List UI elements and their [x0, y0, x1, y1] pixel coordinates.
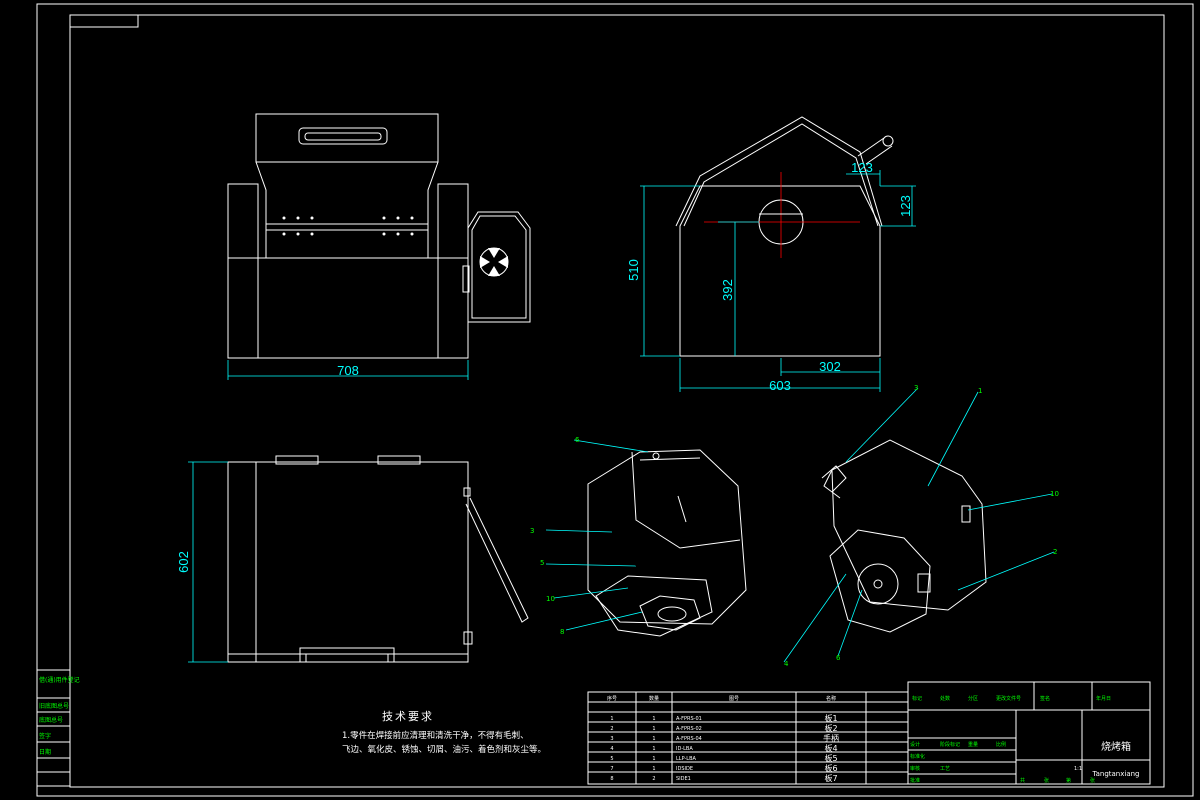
- table-cell-code: A-FPRS-01: [676, 716, 702, 722]
- table-header: 图号: [729, 696, 739, 702]
- side-stamp-column: 借(通)用件登记 旧底图总号 底图总号 签字 日期: [36, 669, 80, 787]
- table-cell-code: A-FPRS-04: [676, 736, 702, 742]
- table-cell-qty: 1: [652, 716, 655, 722]
- title-block-cell: 阶段标记: [940, 741, 960, 748]
- dim-front-height: 510: [626, 259, 641, 281]
- handle-outline: [298, 127, 388, 145]
- title-block-cell: 张: [1044, 777, 1049, 784]
- title-block-cell: 签名: [1040, 695, 1050, 702]
- notes-line-2: 飞边、氧化皮、锈蚀、切屑、油污、着色剂和灰尘等。: [342, 744, 546, 755]
- callout-label: 5: [540, 559, 544, 567]
- title-block-cell: 处数: [940, 695, 950, 702]
- table-cell-qty: 2: [652, 776, 655, 782]
- title-block-cell: 标记: [912, 695, 922, 702]
- table-cell-code: IDSIDE: [676, 766, 693, 772]
- corner-label-box: [69, 14, 139, 28]
- title-block-cell: 标准化: [910, 753, 925, 760]
- dim-front-half-width: 302: [819, 359, 841, 374]
- table-cell-no: 5: [610, 756, 613, 762]
- table-cell-code: SIDE1: [676, 776, 691, 782]
- callout-label: 6: [836, 654, 841, 662]
- table-cell-code: LLP-LBA: [676, 756, 696, 762]
- drawing-scale: 1:1: [1074, 766, 1082, 772]
- inner-border: [69, 14, 1165, 788]
- table-cell-name: 板4: [824, 743, 837, 753]
- side-label: 旧底图总号: [39, 702, 69, 710]
- drawing-pinyin: Tangtanxiang: [1091, 770, 1139, 778]
- table-cell-name: 板7: [824, 773, 837, 783]
- title-block-cell: 工艺: [940, 766, 950, 772]
- side-label: 签字: [39, 732, 51, 740]
- callout-label: 10: [546, 595, 555, 603]
- table-cell-qty: 1: [652, 736, 655, 742]
- table-cell-no: 1: [610, 716, 613, 722]
- dim-top-width: 708: [337, 363, 359, 378]
- title-block-cell: 分区: [968, 695, 978, 702]
- table-cell-qty: 1: [652, 726, 655, 732]
- dim-front-width: 603: [769, 378, 791, 393]
- table-cell-no: 2: [610, 726, 613, 732]
- table-header: 序号: [607, 695, 617, 702]
- table-cell-name: 板6: [824, 763, 837, 773]
- table-cell-name: 板5: [824, 753, 837, 763]
- table-cell-no: 8: [610, 776, 613, 782]
- table-cell-name: 板1: [824, 713, 837, 723]
- title-block: 烧烤箱 Tangtanxiang 1:1 标记 处数 分区 更改文件号 签名 年月日设计标…: [907, 681, 1151, 785]
- table-cell-qty: 1: [652, 746, 655, 752]
- callout-label: 2: [1053, 548, 1057, 556]
- side-label: 底图总号: [39, 716, 63, 724]
- dim-corner-h: 123: [898, 195, 913, 217]
- title-block-cell: 审核: [910, 765, 920, 772]
- table-header: 名称: [826, 695, 836, 702]
- drawing-name: 烧烤箱: [1101, 740, 1131, 753]
- table-cell-name: 板2: [824, 723, 837, 733]
- table-cell-no: 7: [610, 766, 613, 772]
- title-block-cell: 重量: [968, 741, 978, 748]
- table-cell-qty: 1: [652, 766, 655, 772]
- table-cell-code: ID-LBA: [676, 746, 693, 752]
- handle-wire: [675, 116, 883, 227]
- title-block-cell: 更改文件号: [996, 695, 1021, 702]
- title-block-cell: 年月日: [1096, 695, 1111, 702]
- outer-border: [36, 3, 1194, 797]
- top-view: 708: [227, 113, 531, 380]
- front-view: 510 392 302 603 123 123: [626, 116, 916, 393]
- table-cell-code: A-FPRS-02: [676, 726, 702, 732]
- title-block-cell: 比例: [996, 741, 1006, 748]
- callout-label: 6: [575, 436, 580, 444]
- dim-plan-depth: 602: [176, 551, 191, 573]
- notes-line-1: 1.零件在焊接前应清理和清洗干净，不得有毛刺、: [342, 730, 529, 741]
- callout-label: 10: [1050, 490, 1059, 498]
- plan-view: 602: [176, 455, 529, 663]
- title-block-cell: 第: [1066, 777, 1071, 784]
- title-block-cell: 设计: [910, 741, 920, 748]
- table-header: 数量: [649, 695, 659, 702]
- callout-label: 1: [978, 387, 982, 395]
- side-label: 借(通)用件登记: [39, 676, 80, 684]
- title-block-cell: 张: [1090, 777, 1095, 784]
- dim-corner-w: 123: [851, 160, 873, 175]
- side-label: 日期: [39, 748, 51, 756]
- callout-label: 3: [914, 384, 918, 392]
- table-cell-no: 3: [610, 736, 613, 742]
- table-cell-qty: 1: [652, 756, 655, 762]
- callout-label: 8: [560, 628, 564, 636]
- notes-title: 技术要求: [382, 710, 434, 723]
- title-block-cell: 批准: [910, 777, 920, 784]
- callout-label: 3: [530, 527, 534, 535]
- isometric-view-1: [545, 439, 747, 637]
- table-cell-name: 手柄: [823, 733, 839, 743]
- isometric-view-2: [783, 387, 1055, 663]
- title-block-cell: 共: [1020, 777, 1025, 784]
- dim-front-inner-height: 392: [720, 279, 735, 301]
- table-cell-no: 4: [610, 746, 613, 752]
- callout-label: 4: [784, 660, 789, 668]
